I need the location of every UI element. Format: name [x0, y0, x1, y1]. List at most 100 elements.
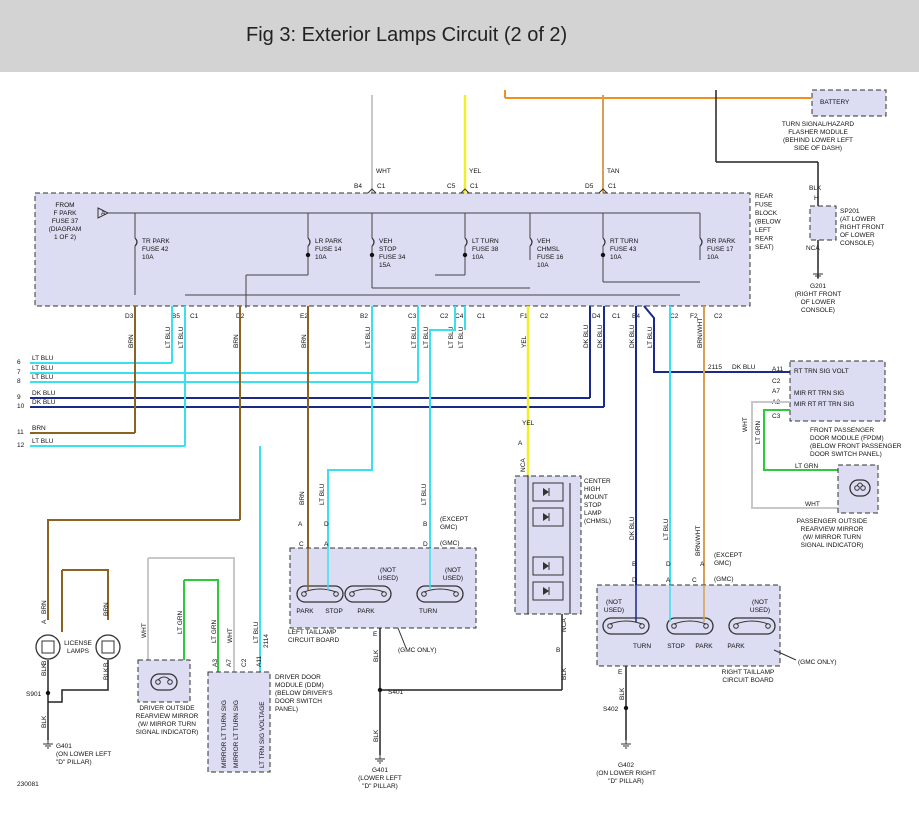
led-icon — [543, 513, 549, 521]
rt-gmc-label: (GMC) — [714, 576, 734, 583]
leader-line — [773, 649, 797, 661]
wire-color-label: LT BLU — [647, 326, 654, 348]
lt-gmc-label: (GMC) — [440, 540, 460, 547]
fuse-label: 10A — [610, 254, 622, 261]
fuse-block-pin: D4 — [592, 313, 601, 320]
connector-pin: E — [618, 669, 623, 676]
connector-icon — [460, 188, 470, 194]
chmsl-caption: MOUNT — [584, 494, 608, 501]
fuse-label: VEH — [379, 238, 393, 245]
page-title: Fig 3: Exterior Lamps Circuit (2 of 2) — [246, 24, 568, 46]
connector-icon — [367, 188, 377, 194]
wire-color-label: YEL — [522, 420, 535, 427]
bulb-label: STOP — [667, 643, 685, 650]
left-turn-bulb-icon — [423, 588, 457, 593]
led-icon — [543, 488, 549, 496]
rt-gmc-only: (GMC ONLY) — [798, 659, 837, 666]
fuse-icon — [307, 237, 311, 247]
fuse-block-pin: F2 — [690, 313, 698, 320]
fuse-block-pin: D3 — [125, 313, 134, 320]
fuse-block-pin: E2 — [300, 313, 308, 320]
chmsl-caption: STOP — [584, 502, 602, 509]
fpdm-pin-label: RT TRN SIG VOLT — [794, 368, 849, 375]
connector-pin: H — [814, 195, 819, 202]
fuse-icon — [134, 237, 138, 247]
fuse-label: FUSE 42 — [142, 246, 169, 253]
led-icon — [532, 482, 564, 502]
chmsl-caption: (CHMSL) — [584, 518, 611, 525]
right-taillamp-board — [596, 584, 781, 667]
wire-color-label: BLK — [561, 667, 568, 680]
connector-pin: D — [666, 561, 671, 568]
sp201-caption: (AT LOWER — [840, 216, 876, 223]
rt-caption: RIGHT TAILLAMP — [722, 669, 775, 676]
bus-number: 9 — [17, 394, 21, 401]
connector-pin: D — [632, 577, 637, 584]
connector-pin: C3 — [772, 413, 781, 420]
wire-color-label: TAN — [607, 168, 620, 175]
circuit-number: 2114 — [263, 634, 270, 648]
ddm-caption: PANEL) — [275, 706, 298, 713]
connector-pin: A11 — [772, 366, 783, 373]
connector-pin: C2 — [241, 658, 248, 667]
fuse-block-pin: C3 — [408, 313, 417, 320]
wire-color-label: LT GRN — [755, 420, 762, 444]
wire-color-label: LT BLU — [421, 483, 428, 505]
g201-caption: G201 — [810, 283, 826, 290]
led-icon — [532, 507, 564, 527]
fpdm-pin-label: MIR RT TRN SIG — [794, 390, 844, 397]
left-park-stop-bulb-icon — [303, 588, 337, 593]
right-turn-bulb-icon — [602, 617, 650, 635]
connector-icon — [97, 207, 110, 219]
wire-color-label: LT BLU — [663, 518, 670, 540]
license-lamp-icon — [95, 634, 121, 660]
fuse-block-caption: (BELOW — [755, 219, 782, 226]
bus-number: 12 — [17, 442, 25, 449]
rear-fuse-block — [34, 192, 751, 307]
driver-mirror-box — [137, 659, 191, 703]
g402-caption: G402 — [618, 762, 634, 769]
lt-gmc-only: (GMC ONLY) — [398, 647, 437, 654]
driver-mirror-lamp-icon — [150, 673, 178, 691]
passenger-mirror-lamp-icon — [856, 482, 864, 487]
wire-color-label: WHT — [376, 168, 391, 175]
wire-ltblu — [327, 373, 373, 548]
leader-line — [397, 627, 407, 649]
g201-caption: (RIGHT FRONT — [795, 291, 841, 298]
wire-color-label: BRN — [41, 600, 48, 614]
connector-pin: NCA — [520, 458, 527, 472]
wire-color-label: BLK — [41, 715, 48, 728]
s901-dot — [45, 690, 51, 696]
connector-pin: B4 — [354, 183, 362, 190]
connector-pin: A — [101, 210, 106, 217]
left-park-bulb-icon — [344, 585, 392, 603]
connector-pin: C — [692, 577, 697, 584]
fuse-label: 10A — [537, 262, 549, 269]
g201-caption: CONSOLE) — [801, 307, 835, 314]
wire-color-label: DK BLU — [629, 516, 636, 540]
connector-pin: C1 — [377, 183, 386, 190]
circuit-number: 2115 — [708, 364, 722, 371]
wire-color-label: BLK — [809, 185, 822, 192]
connector-pin: B — [556, 647, 560, 654]
wire-color-label: YEL — [469, 168, 482, 175]
wire-color-label: BLK — [41, 663, 48, 676]
bus-label: LT BLU — [32, 374, 54, 381]
fuse-block-pin: C2 — [670, 313, 679, 320]
ddm-pin-label: MIRROR LT TURN SIG — [221, 700, 228, 768]
fuse-from-caption: FROM — [55, 202, 74, 209]
s402-dot — [623, 705, 629, 711]
bulb-label: STOP — [325, 608, 343, 615]
connector-pin: D5 — [585, 183, 594, 190]
connector-pin: E — [373, 631, 378, 638]
license-lamp-icon — [101, 640, 115, 654]
flasher-caption: FLASHER MODULE — [788, 129, 848, 136]
wire-wht — [148, 557, 235, 672]
battery-label: BATTERY — [820, 99, 850, 106]
wire-color-label: DK BLU — [597, 324, 604, 348]
fuse-label: 10A — [315, 254, 327, 261]
connector-pin: A7 — [226, 659, 233, 667]
fuse-label: CHMSL — [537, 246, 560, 253]
wire-color-label: DK BLU — [732, 364, 756, 371]
